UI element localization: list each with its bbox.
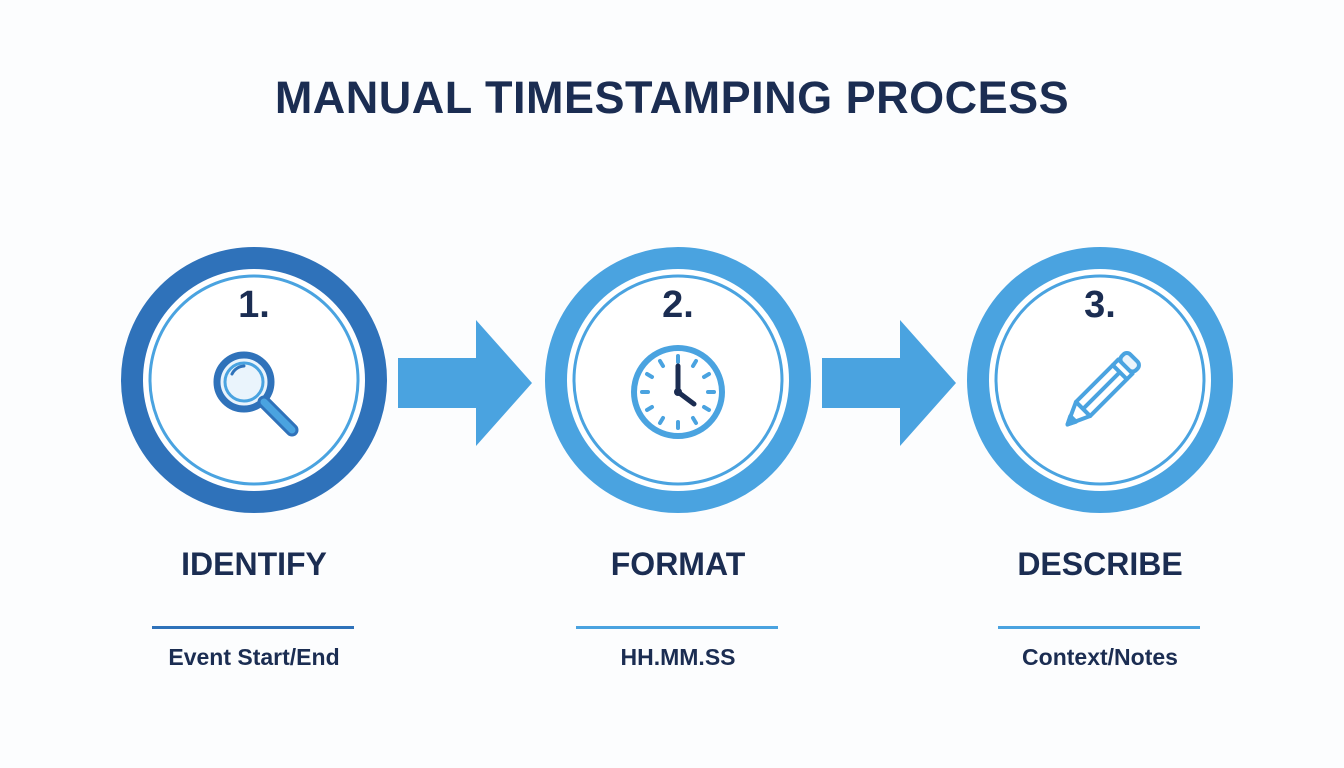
step-describe: 3. DESCRIBE Context/Notes [950,246,1250,670]
arrow-right-icon [822,320,956,446]
step-label: IDENTIFY [181,546,327,582]
step-detail: Context/Notes [1022,644,1178,670]
step-label: DESCRIBE [1017,546,1183,582]
step-circle: 2. [544,246,812,514]
step-number: 3. [1084,284,1116,326]
step-number: 1. [238,284,270,326]
step-label: FORMAT [610,546,746,582]
magnifying-glass-icon [213,351,299,437]
pencil-icon [1065,351,1141,427]
diagram-title: MANUAL TIMESTAMPING PROCESS [274,72,1070,123]
step-circle: 1. [120,246,388,514]
step-divider [998,626,1200,629]
arrow-right-icon [398,320,532,446]
step-circle: 3. [966,246,1234,514]
step-detail: HH.MM.SS [620,644,736,670]
step-number: 2. [662,284,694,326]
clock-icon [631,345,725,439]
step-identify: 1. IDENTIFY Event Start/End [104,246,404,670]
step-divider [152,626,354,629]
step-divider [576,626,778,629]
step-detail: Event Start/End [168,644,340,670]
step-format: 2. FORMAT HH.MM.SS [528,246,828,670]
